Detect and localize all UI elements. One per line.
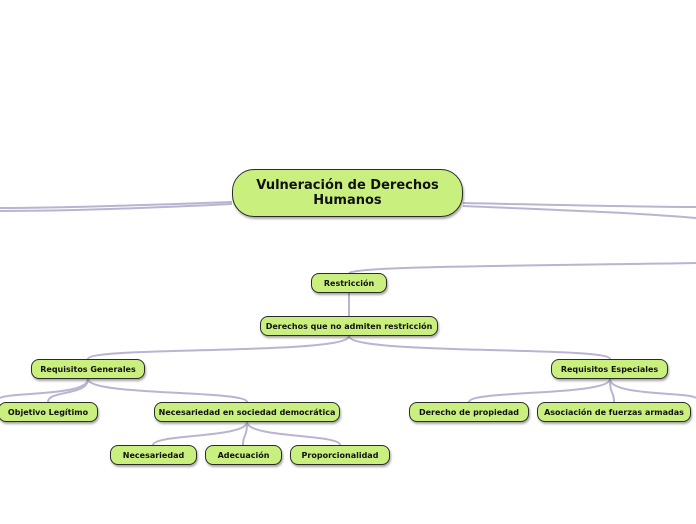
link-especiales-propiedad xyxy=(468,378,611,403)
node-requisitos-especiales[interactable]: Requisitos Especiales xyxy=(551,359,668,379)
node-requisitos-generales[interactable]: Requisitos Generales xyxy=(31,359,145,379)
link-root-left-branch-1 xyxy=(0,201,233,209)
node-adecuacion[interactable]: Adecuación xyxy=(205,445,282,465)
link-especiales-right-edge xyxy=(609,378,696,399)
link-necesariedad-soc-necesariedad xyxy=(152,421,248,446)
link-necesariedad-soc-proporcionalidad xyxy=(246,421,341,446)
node-derecho-de-propiedad[interactable]: Derecho de propiedad xyxy=(409,402,529,422)
node-necesariedad[interactable]: Necesariedad xyxy=(110,445,197,465)
link-root-right-branch-2 xyxy=(462,205,696,219)
link-no-admiten-especiales xyxy=(348,335,611,360)
node-proporcionalidad[interactable]: Proporcionalidad xyxy=(290,445,390,465)
link-generales-necesariedad-soc xyxy=(87,378,248,403)
link-restriccion-right-branch xyxy=(348,262,696,274)
link-generales-left-edge xyxy=(0,378,89,399)
node-derechos-no-admiten-restriccion[interactable]: Derechos que no admiten restricción xyxy=(260,316,438,336)
link-root-right-branch-1 xyxy=(462,202,696,208)
node-objetivo-legitimo[interactable]: Objetivo Legítimo xyxy=(0,402,98,422)
node-asociacion-fuerzas-armadas[interactable]: Asociación de fuerzas armadas xyxy=(537,402,691,422)
node-root[interactable]: Vulneración de Derechos Humanos xyxy=(232,169,463,217)
link-no-admiten-generales xyxy=(87,335,350,360)
link-necesariedad-soc-adecuacion xyxy=(242,421,248,446)
link-root-left-branch-2 xyxy=(0,203,233,212)
node-restriccion[interactable]: Restricción xyxy=(311,273,387,293)
link-especiales-fuerzas xyxy=(609,378,615,403)
node-necesariedad-sociedad-democratica[interactable]: Necesariedad en sociedad democrática xyxy=(154,402,340,422)
